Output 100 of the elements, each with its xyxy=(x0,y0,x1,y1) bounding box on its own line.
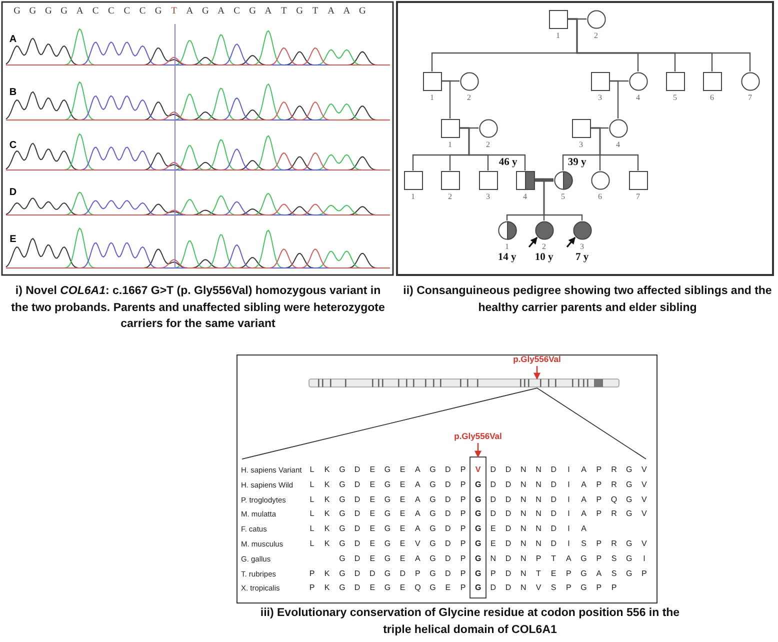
age-label: 46 y xyxy=(498,158,518,168)
residue-letter: G xyxy=(384,525,391,534)
female-symbol xyxy=(590,170,610,190)
individual-number: 1 xyxy=(505,243,509,251)
residue-letter: N xyxy=(520,554,526,563)
residue-letter: A xyxy=(415,554,420,563)
residue-letter: E xyxy=(400,525,406,534)
descent-line xyxy=(610,80,619,118)
residue-letter: D xyxy=(354,480,360,489)
residue-letter: S xyxy=(581,540,586,548)
residue-letter: N xyxy=(536,496,542,504)
residue-letter: L xyxy=(310,510,314,518)
residue-letter: G xyxy=(430,525,436,534)
residue-letter: G xyxy=(474,554,482,563)
residue-letter: G xyxy=(580,554,587,563)
base-letter: C xyxy=(139,7,146,17)
residue-letter: V xyxy=(642,480,647,489)
residue-letter: G xyxy=(430,554,436,563)
descent-line xyxy=(460,127,526,170)
residue-letter: P xyxy=(490,570,496,578)
residue-letter: D xyxy=(354,554,360,563)
residue-letter: D xyxy=(505,525,512,534)
individual-number: 6 xyxy=(598,193,602,201)
individual-number: 2 xyxy=(448,193,452,201)
residue-letter: G xyxy=(580,570,587,578)
residue-letter: D xyxy=(370,570,376,578)
pointer-arrow xyxy=(474,443,482,458)
residue-letter: G xyxy=(626,540,632,548)
descent-line xyxy=(442,80,451,118)
male-symbol xyxy=(572,118,590,138)
residue-letter: E xyxy=(370,525,376,534)
residue-letter: A xyxy=(415,510,420,518)
residue-letter: A xyxy=(581,466,586,474)
residue-letter: K xyxy=(324,570,330,578)
residue-letter: P xyxy=(611,584,617,592)
residue-letter: D xyxy=(550,525,556,534)
female-symbol xyxy=(498,220,516,240)
residue-letter: D xyxy=(445,525,451,534)
residue-letter: S xyxy=(611,554,617,563)
residue-letter: G xyxy=(384,480,391,489)
row-label: E xyxy=(10,235,16,245)
residue-letter: D xyxy=(490,584,496,592)
residue-letter: E xyxy=(370,480,376,489)
descent-line xyxy=(534,179,583,220)
individual-number: 1 xyxy=(411,193,415,201)
female-symbol xyxy=(572,220,592,240)
residue-letter: A xyxy=(415,496,420,504)
residue-letter: S xyxy=(550,584,556,592)
base-letter: T xyxy=(171,7,177,17)
residue-letter: K xyxy=(324,525,330,534)
residue-letter: P xyxy=(596,510,602,518)
residue-letter: D xyxy=(550,510,556,518)
residue-letter: P xyxy=(536,554,542,563)
female-symbol xyxy=(608,118,628,138)
residue-letter: D xyxy=(490,510,496,518)
male-symbol xyxy=(702,72,722,90)
base-letter: C xyxy=(234,7,240,17)
residue-letter: G xyxy=(430,510,436,518)
residue-letter: E xyxy=(400,480,406,489)
residue-letter: P xyxy=(309,570,315,578)
male-symbol xyxy=(666,72,684,90)
residue-letter: D xyxy=(505,496,512,504)
residue-letter: P xyxy=(415,570,420,578)
residue-letter: D xyxy=(445,496,451,504)
male-symbol xyxy=(440,118,460,138)
residue-letter: N xyxy=(536,466,542,474)
residue-letter: N xyxy=(536,525,542,534)
residue-letter: G xyxy=(474,525,482,534)
individual-number: 4 xyxy=(636,94,640,102)
residue-letter: G xyxy=(339,525,346,534)
row-label: B xyxy=(9,88,17,98)
residue-letter: K xyxy=(324,480,330,489)
residue-letter: G xyxy=(339,570,346,578)
residue-letter: D xyxy=(354,584,360,592)
base-letter: C xyxy=(92,7,99,17)
residue-letter: D xyxy=(445,554,451,563)
residue-letter: E xyxy=(550,570,556,578)
residue-letter: D xyxy=(445,540,451,548)
residue-letter: N xyxy=(520,496,526,504)
residue-letter: G xyxy=(384,584,391,592)
residue-letter: D xyxy=(354,510,360,518)
male-symbol xyxy=(590,72,610,90)
male-symbol xyxy=(440,170,460,190)
residue-letter: E xyxy=(370,584,376,592)
residue-letter: D xyxy=(445,466,451,474)
residue-letter: G xyxy=(580,584,587,592)
residue-letter: G xyxy=(474,540,482,548)
male-symbol xyxy=(516,170,534,190)
residue-letter: E xyxy=(490,540,496,548)
panel-caption: i) Novel COL6A1: c.1667 G>T (p. Gly556Val) homozygous variant in the two probands. Parents and unaffected sibling were heterozygote carriers for the same variant xyxy=(10,284,386,332)
residue-letter: P xyxy=(460,570,466,578)
residue-letter: G xyxy=(339,540,346,548)
residue-letter: A xyxy=(596,570,602,578)
individual-number: 3 xyxy=(486,193,490,201)
male-symbol xyxy=(422,72,442,90)
female-symbol xyxy=(628,72,648,90)
residue-letter: G xyxy=(474,496,482,504)
individual-number: 2 xyxy=(594,32,598,40)
residue-letter: P xyxy=(460,510,466,518)
residue-letter: G xyxy=(339,496,346,504)
